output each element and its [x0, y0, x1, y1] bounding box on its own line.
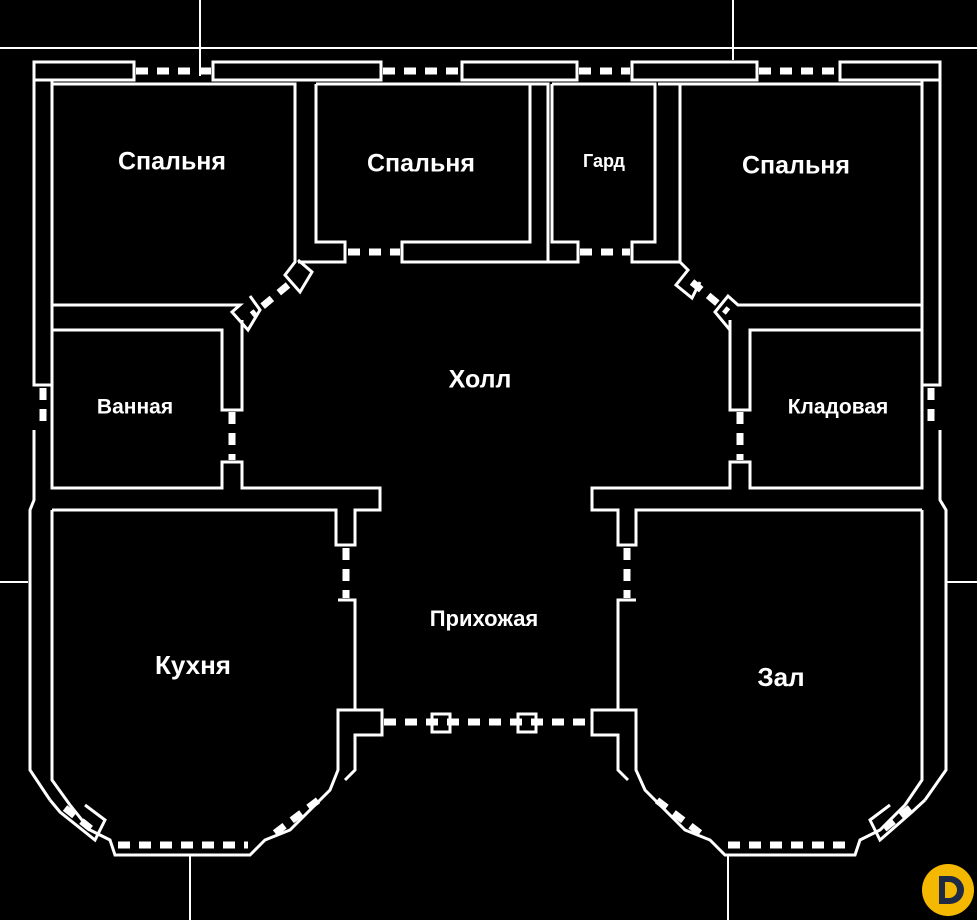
left-exterior-wall [28, 80, 54, 801]
room-label-bedroom-1: Спальня [118, 148, 226, 176]
room-label-bathroom: Ванная [97, 396, 173, 419]
storage-walls [590, 320, 924, 547]
top-exterior-wall [32, 60, 942, 82]
room-label-wardrobe: Гард [583, 151, 626, 171]
room-label-storage: Кладовая [788, 396, 889, 419]
room-label-kitchen: Кухня [155, 650, 231, 680]
bedroom-1 [50, 82, 314, 333]
bathroom-walls [50, 320, 382, 547]
room-label-foyer: Прихожая [430, 606, 539, 631]
foyer-walls [343, 708, 630, 782]
room-label-hall: Холл [449, 366, 512, 394]
room-label-bedroom-3: Спальня [742, 152, 850, 180]
kitchen-walls [48, 510, 357, 857]
room-label-living: Зал [757, 662, 804, 692]
right-exterior-wall [920, 80, 948, 801]
bedroom-3 [673, 82, 924, 331]
wardrobe [548, 82, 682, 264]
living-room-walls [616, 510, 927, 857]
bedroom-2 [298, 82, 550, 264]
room-label-bedroom-2: Спальня [367, 150, 475, 178]
brand-logo-icon [922, 864, 974, 916]
